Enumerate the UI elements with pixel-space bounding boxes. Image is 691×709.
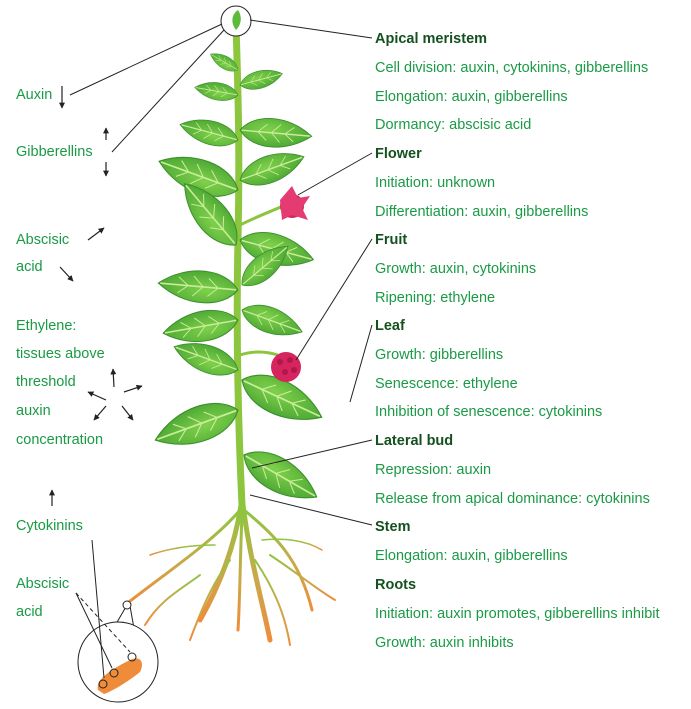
roots-drawing	[125, 505, 335, 645]
text-fruit-1: Growth: auxin, cytokinins	[375, 260, 536, 278]
text-bud-1: Repression: auxin	[375, 461, 491, 479]
label-abscisic-2: acid	[16, 258, 43, 276]
text-flower-2: Differentiation: auxin, gibberellins	[375, 203, 588, 221]
heading-lateral-bud: Lateral bud	[375, 432, 453, 450]
label-ethylene-2: tissues above	[16, 345, 105, 363]
text-apical-1: Cell division: auxin, cytokinins, gibber…	[375, 59, 648, 77]
label-ethylene-4: auxin	[16, 402, 51, 420]
stem-drawing	[236, 25, 242, 505]
flower-drawing	[240, 186, 310, 225]
text-leaf-1: Growth: gibberellins	[375, 346, 503, 364]
label-abscisic-1: Abscisic	[16, 231, 69, 249]
label-ethylene-5: concentration	[16, 431, 103, 449]
heading-fruit: Fruit	[375, 231, 407, 249]
root-tip-magnifier	[78, 601, 158, 702]
text-leaf-3: Inhibition of senescence: cytokinins	[375, 403, 602, 421]
label-abscisic-root-2: acid	[16, 603, 43, 621]
heading-roots: Roots	[375, 576, 416, 594]
heading-leaf: Leaf	[375, 317, 405, 335]
text-fruit-2: Ripening: ethylene	[375, 289, 495, 307]
label-abscisic-root-1: Abscisic	[16, 575, 69, 593]
label-auxin: Auxin	[16, 86, 52, 104]
text-apical-3: Dormancy: abscisic acid	[375, 116, 531, 134]
text-flower-1: Initiation: unknown	[375, 174, 495, 192]
label-gibberellins: Gibberellins	[16, 143, 93, 161]
heading-apical-meristem: Apical meristem	[375, 30, 487, 48]
text-leaf-2: Senescence: ethylene	[375, 375, 518, 393]
label-ethylene-1: Ethylene:	[16, 317, 76, 335]
text-roots-2: Growth: auxin inhibits	[375, 634, 514, 652]
text-stem-1: Elongation: auxin, gibberellins	[375, 547, 568, 565]
text-roots-1: Initiation: auxin promotes, gibberellins…	[375, 605, 660, 623]
label-cytokinins: Cytokinins	[16, 517, 83, 535]
label-ethylene-3: threshold	[16, 373, 76, 391]
heading-stem: Stem	[375, 518, 410, 536]
heading-flower: Flower	[375, 145, 422, 163]
text-apical-2: Elongation: auxin, gibberellins	[375, 88, 568, 106]
text-bud-2: Release from apical dominance: cytokinin…	[375, 490, 650, 508]
